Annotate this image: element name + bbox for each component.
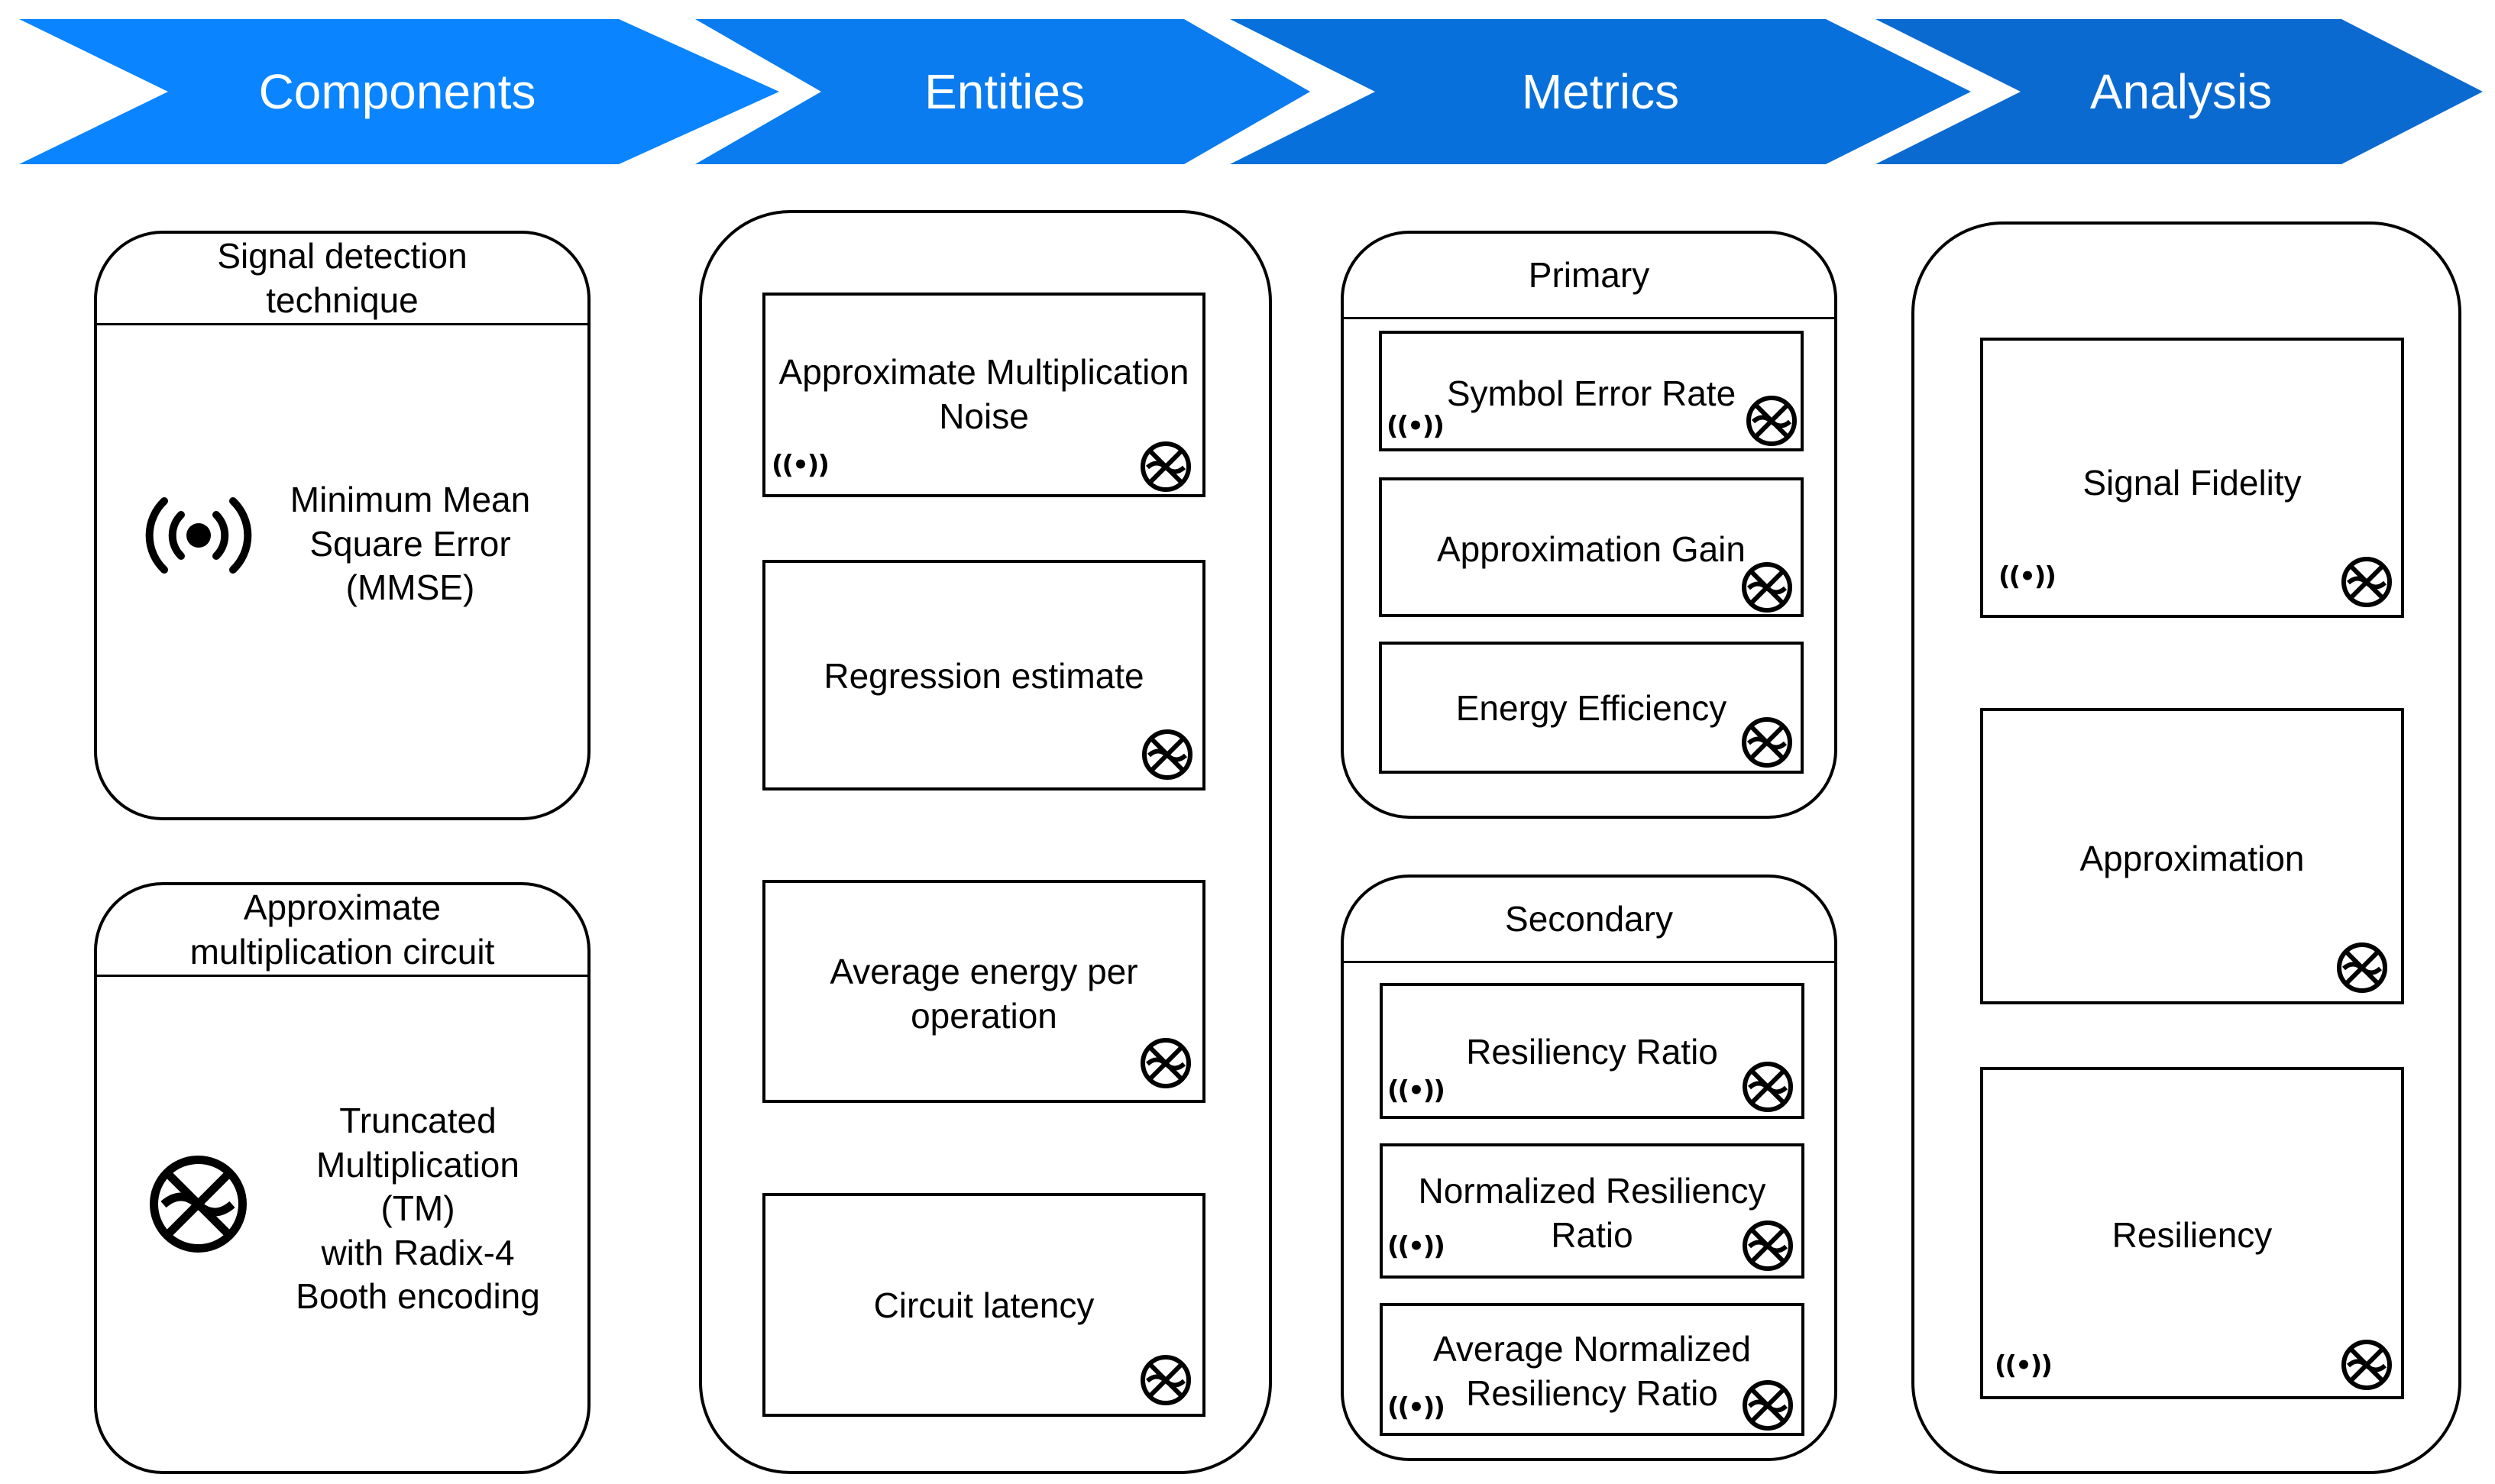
multiplier-cross-icon [1746,396,1797,446]
metric-label-symbol-error-rate: Symbol Error Rate [1446,373,1736,413]
multiplier-cross-icon [1743,1380,1793,1431]
entity-label-1: Approximate Multiplication Noise [778,352,1189,436]
entity-label-4: Circuit latency [873,1285,1095,1325]
multiplication-circuit-header: Approximate multiplication circuit [97,885,587,977]
multiplier-cross-icon [1141,1355,1191,1405]
arrow-components [19,19,779,164]
metric-label-approximation-gain: Approximation Gain [1437,529,1746,569]
wireless-signal-icon: ((•)) [1995,1350,2053,1381]
entity-box-4: Circuit latency [762,1193,1205,1417]
multiplier-cross-icon [147,1153,250,1256]
metric-box-average-normalized-resiliency-ratio: Average Normalized Resiliency Ratio ((•)… [1380,1303,1804,1436]
metric-box-approximation-gain: Approximation Gain [1379,477,1804,617]
primary-metrics-header-text: Primary [1528,254,1650,295]
multiplier-cross-icon [1743,1062,1793,1112]
arrow-analysis [1875,19,2483,164]
analysis-label-resiliency: Resiliency [2112,1215,2273,1255]
metric-box-energy-efficiency: Energy Efficiency [1379,642,1804,774]
phase-label-entities: Entities [924,64,1085,119]
entity-label-2: Regression estimate [824,656,1144,696]
analysis-box-approximation: Approximation [1980,708,2404,1004]
phase-label-components: Components [258,64,536,119]
wireless-signal-icon: ((•)) [1998,561,2057,592]
wireless-signal-icon [141,493,256,577]
arrow-metrics [1230,19,1971,164]
wireless-signal-icon: ((•)) [1387,411,1445,441]
arrow-entities [695,19,1310,164]
multiplication-circuit-header-text: Approximate multiplication circuit [189,887,495,972]
detection-technique-panel: Signal detection technique Minimum Mean … [94,231,591,820]
analysis-label-signal-fidelity: Signal Fidelity [2082,463,2302,503]
metric-label-resiliency-ratio: Resiliency Ratio [1466,1032,1718,1072]
multiplier-cross-icon [1141,441,1191,492]
primary-metrics-header: Primary [1344,234,1834,319]
multiplier-cross-icon [1743,1221,1793,1271]
multiplier-cross-icon [1742,562,1792,613]
phase-arrows [19,19,2483,164]
metric-label-normalized-resiliency-ratio: Normalized Resiliency Ratio [1418,1171,1766,1255]
phase-label-metrics: Metrics [1521,64,1680,119]
multiplication-circuit-text: Truncated Multiplication (TM) with Radix… [296,1101,540,1316]
detection-technique-header-text: Signal detection technique [217,236,468,320]
entity-box-2: Regression estimate [762,560,1205,790]
multiplier-cross-icon [1142,729,1192,780]
metric-box-resiliency-ratio: Resiliency Ratio ((•)) [1380,983,1804,1119]
analysis-label-approximation: Approximation [2079,839,2305,878]
multiplier-cross-icon [2341,1340,2392,1390]
metric-label-average-normalized-resiliency-ratio: Average Normalized Resiliency Ratio [1433,1329,1751,1413]
detection-technique-header: Signal detection technique [97,234,587,325]
wireless-signal-icon: ((•)) [1387,1075,1445,1106]
secondary-metrics-header: Secondary [1344,878,1834,963]
multiplier-cross-icon [1141,1038,1191,1088]
metric-box-normalized-resiliency-ratio: Normalized Resiliency Ratio ((•)) [1380,1143,1804,1279]
metric-box-symbol-error-rate: Symbol Error Rate ((•)) [1379,331,1804,451]
secondary-metrics-header-text: Secondary [1505,898,1673,939]
entity-box-3: Average energy per operation [762,880,1205,1103]
metric-label-energy-efficiency: Energy Efficiency [1455,688,1727,728]
wireless-signal-icon: ((•)) [1387,1392,1445,1423]
multiplier-cross-icon [1742,717,1792,768]
entity-label-3: Average energy per operation [830,952,1138,1036]
wireless-signal-icon: ((•)) [772,450,830,480]
wireless-signal-icon: ((•)) [1387,1231,1445,1262]
detection-technique-text: Minimum Mean Square Error (MMSE) [290,480,531,607]
multiplier-cross-icon [2337,942,2387,993]
multiplication-circuit-panel: Approximate multiplication circuit Trunc… [94,882,591,1474]
multiplier-cross-icon [2341,557,2392,607]
entity-box-1: Approximate Multiplication Noise ((•)) [762,293,1205,497]
analysis-box-signal-fidelity: Signal Fidelity ((•)) [1980,338,2404,618]
analysis-box-resiliency: Resiliency ((•)) [1980,1067,2404,1399]
phase-label-analysis: Analysis [2089,64,2273,119]
